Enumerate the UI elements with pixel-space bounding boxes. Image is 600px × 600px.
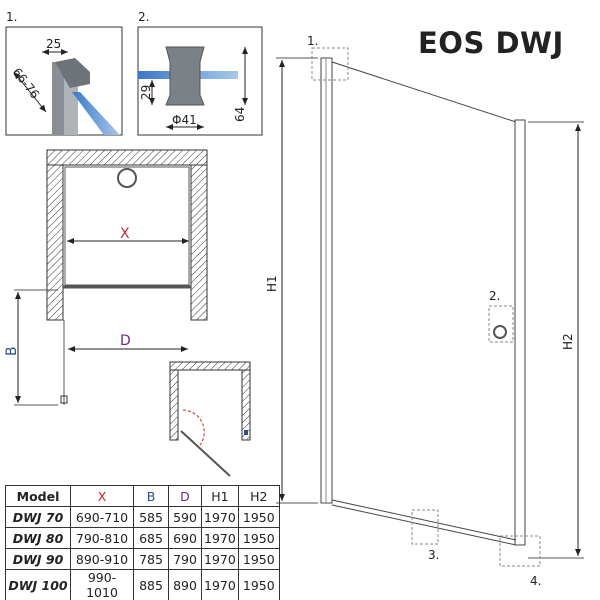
cell-b: 785 (133, 548, 169, 570)
cell-x: 890-910 (70, 548, 134, 570)
cell-h1: 1970 (201, 527, 239, 549)
door-elevation: H1 H2 1. 2. 3. 4. (265, 34, 584, 588)
detail-2-height-total: 64 (233, 107, 247, 122)
detail-1: 1. 25 66-76 (5, 10, 123, 136)
cell-h2: 1950 (237, 569, 280, 600)
detail-2-diameter: Φ41 (172, 113, 197, 127)
cell-h2: 1950 (237, 506, 280, 528)
cell-d: 590 (168, 506, 202, 528)
cell-model: DWJ 80 (5, 527, 71, 549)
door-swing-plan (169, 361, 251, 477)
dim-b-label: B (4, 346, 20, 356)
cell-d: 890 (168, 569, 202, 600)
callout-4: 4. (530, 574, 541, 588)
dim-x-label: X (120, 226, 130, 242)
col-b: B (133, 485, 169, 507)
dim-d-label: D (120, 333, 131, 349)
cell-model: DWJ 70 (5, 506, 71, 528)
cell-h2: 1950 (237, 548, 280, 570)
dim-h2-label: H2 (561, 333, 575, 350)
detail-1-label: 1. (6, 10, 17, 24)
cell-h2: 1950 (237, 527, 280, 549)
cell-h1: 1970 (201, 506, 239, 528)
detail-2-label: 2. (138, 10, 149, 24)
product-title: EOS DWJ (418, 26, 564, 60)
cell-b: 885 (133, 569, 169, 600)
cell-x: 790-810 (70, 527, 134, 549)
col-d: D (168, 485, 202, 507)
cell-b: 585 (133, 506, 169, 528)
table-header-row: Model X B D H1 H2 (5, 485, 280, 507)
cell-model: DWJ 90 (5, 548, 71, 570)
col-h2: H2 (237, 485, 280, 507)
cell-h1: 1970 (201, 569, 239, 600)
callout-3: 3. (428, 548, 439, 562)
cell-d: 690 (168, 527, 202, 549)
callout-1: 1. (307, 34, 318, 48)
detail-2: 2. 64 29 Φ41 (137, 10, 263, 136)
cell-d: 790 (168, 548, 202, 570)
dim-h1-label: H1 (265, 275, 279, 292)
detail-1-width: 25 (46, 37, 61, 51)
col-h1: H1 (201, 485, 239, 507)
detail-2-height: 29 (139, 85, 153, 100)
cell-b: 685 (133, 527, 169, 549)
cell-model: DWJ 100 (5, 569, 71, 600)
callout-2: 2. (489, 289, 500, 303)
plan-view: X B D (4, 149, 208, 406)
col-x: X (70, 485, 134, 507)
cell-h1: 1970 (201, 548, 239, 570)
col-model: Model (5, 485, 71, 507)
cell-x: 690-710 (70, 506, 134, 528)
cell-x: 990-1010 (70, 569, 134, 600)
